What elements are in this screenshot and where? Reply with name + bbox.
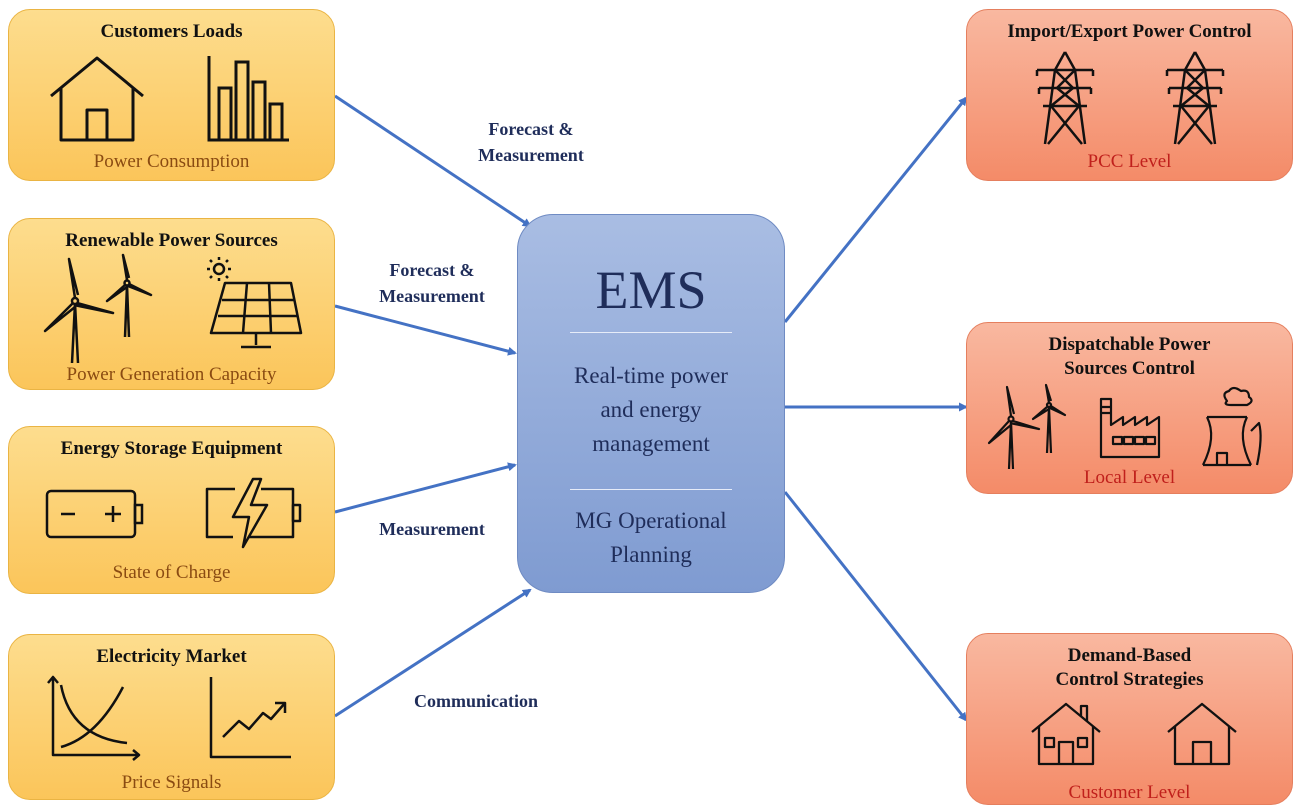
house-icon <box>1167 702 1237 766</box>
wind-turbine-icon <box>987 383 1067 470</box>
box-subtitle: Price Signals <box>121 772 222 793</box>
box-subtitle: PCC Level <box>1087 151 1172 172</box>
supply-demand-curve-icon <box>47 675 141 761</box>
box-subtitle: Power Consumption <box>93 151 250 172</box>
box-subtitle: Power Generation Capacity <box>66 364 277 385</box>
ems-divider <box>570 489 732 490</box>
customers-loads-box: Customers Loads Power Consumption <box>8 9 335 181</box>
cooling-tower-icon <box>1202 386 1262 467</box>
ems-function-planning: MG Operational Planning <box>575 508 727 567</box>
dispatchable-power-sources-control-box: Dispatchable Power Sources Control <box>966 322 1293 494</box>
arrow-renewables-to-ems <box>334 304 517 356</box>
arrow-storage-to-ems <box>334 462 517 514</box>
charging-battery-icon <box>205 477 302 549</box>
transmission-tower-icon <box>1035 51 1095 145</box>
ems-title: EMS <box>595 260 707 320</box>
box-title: Demand-Based Control Strategies <box>1055 645 1204 690</box>
import-export-power-control-box: Import/Export Power Control PCC Level <box>966 9 1293 181</box>
house-icon <box>50 56 144 142</box>
rising-trend-icon <box>209 677 291 759</box>
box-title: Dispatchable Power Sources Control <box>1048 334 1211 379</box>
arrow-label-measurement: Measurement <box>379 519 485 539</box>
arrow-loads-to-ems <box>334 94 532 228</box>
arrow-label-forecast-measurement-1: Forecast & Measurement <box>478 119 584 165</box>
ems-box: EMS Real-time power and energy managemen… <box>517 214 785 593</box>
box-title: Import/Export Power Control <box>1007 21 1252 42</box>
wind-turbine-icon <box>43 253 153 364</box>
bar-chart-icon <box>207 56 289 142</box>
battery-icon <box>45 489 144 539</box>
arrow-label-communication: Communication <box>413 691 538 711</box>
electricity-market-box: Electricity Market Price Signals <box>8 634 335 800</box>
arrow-label-forecast-measurement-2: Forecast & Measurement <box>379 260 485 306</box>
solar-panel-icon <box>207 257 303 349</box>
factory-icon <box>1099 397 1161 459</box>
arrow-market-to-ems <box>334 588 532 718</box>
arrow-ems-to-import-export <box>783 96 968 323</box>
transmission-tower-icon <box>1165 51 1225 145</box>
box-title: Renewable Power Sources <box>65 230 278 251</box>
ems-function-realtime: Real-time power and energy management <box>574 363 728 456</box>
ems-divider <box>570 332 732 333</box>
demand-based-control-strategies-box: Demand-Based Control Strategies Customer… <box>966 633 1293 805</box>
box-subtitle: Local Level <box>1083 467 1176 488</box>
energy-storage-equipment-box: Energy Storage Equipment State of Charge <box>8 426 335 594</box>
box-title: Customers Loads <box>100 21 243 42</box>
box-title: Energy Storage Equipment <box>60 438 283 459</box>
arrow-ems-to-demand <box>783 491 968 722</box>
box-subtitle: State of Charge <box>112 562 231 583</box>
box-title: Electricity Market <box>96 646 247 667</box>
house-icon <box>1031 702 1101 766</box>
renewable-power-sources-box: Renewable Power Sources Power Generation… <box>8 218 335 390</box>
box-subtitle: Customer Level <box>1068 782 1191 803</box>
